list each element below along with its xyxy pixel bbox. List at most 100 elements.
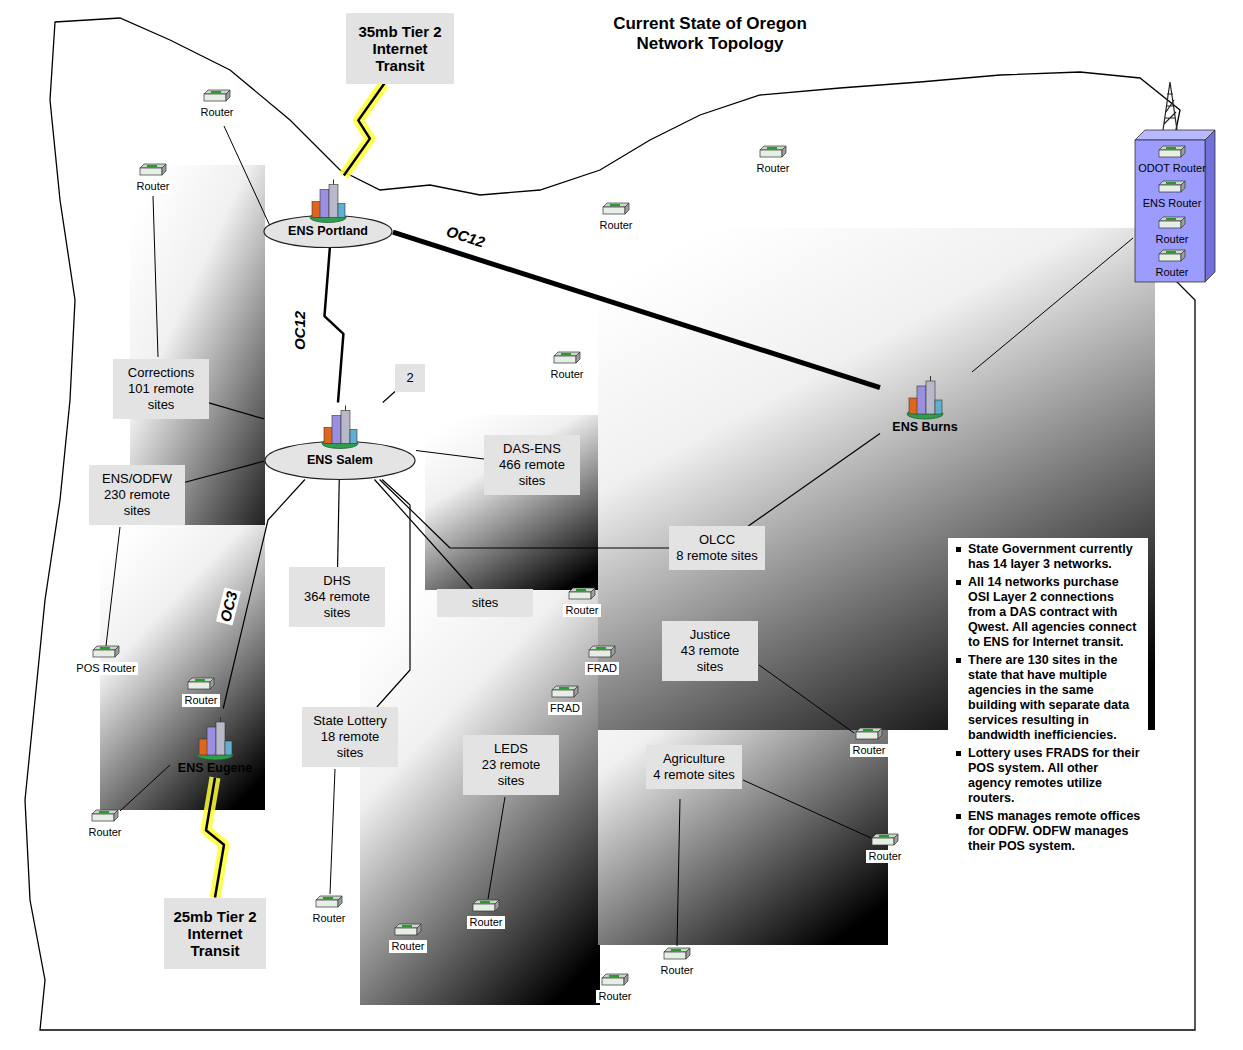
agency-box: Agriculture4 remote sites	[646, 745, 742, 789]
link-label: OC3	[216, 587, 241, 625]
router-icon	[204, 90, 230, 101]
agency-box: State Lottery18 remote sites	[302, 707, 398, 767]
network-link	[383, 392, 395, 403]
building	[324, 427, 333, 443]
router-front	[473, 904, 495, 911]
link-label: OC12	[443, 221, 489, 250]
device-label: POS Router	[74, 662, 137, 675]
agency-box: OLCC8 remote sites	[669, 526, 765, 570]
node-detail: 8 remote sites	[675, 548, 759, 564]
network-link	[748, 434, 880, 526]
node-name: 35mb Tier 2 Internet Transit	[352, 23, 448, 74]
node-name: LEDS	[469, 741, 553, 757]
node-detail: 101 remote sites	[119, 381, 203, 413]
device-label: Router	[563, 604, 600, 617]
note-bullet: ENS manages remote offices for ODFW. ODF…	[954, 809, 1142, 854]
router-strip	[1166, 147, 1176, 149]
router-front	[589, 650, 611, 657]
router-front	[552, 690, 574, 697]
agency-box: LEDS23 remote sites	[463, 735, 559, 795]
router-icon	[395, 924, 421, 935]
hub-site: ENS Burns	[880, 368, 970, 437]
node-detail: 230 remote sites	[95, 487, 179, 519]
router-front	[188, 682, 210, 689]
node-name: Justice	[668, 627, 752, 643]
agency-box: 2	[395, 364, 425, 392]
router-strip	[576, 589, 586, 591]
building	[207, 727, 216, 755]
router-side	[574, 686, 578, 697]
agency-box: sites	[437, 589, 533, 617]
node-name: sites	[443, 595, 527, 611]
agency-box: Justice43 remote sites	[662, 621, 758, 681]
device-label: Router	[1155, 233, 1188, 246]
diagram-title: Current State of Oregon Network Topology	[580, 14, 840, 54]
device-label: Router	[134, 180, 171, 193]
node-name: 25mb Tier 2 Internet Transit	[170, 908, 260, 959]
device-label: FRAD	[585, 662, 619, 675]
device-label: ENS Router	[1143, 197, 1202, 210]
router-front	[569, 592, 591, 599]
router-side	[162, 164, 166, 175]
node-name: State Lottery	[308, 713, 392, 729]
device-label: Router	[310, 912, 347, 925]
router-front	[316, 900, 338, 907]
rack-side	[1205, 130, 1215, 282]
note-bullet: All 14 networks purchase OSI Layer 2 con…	[954, 575, 1142, 650]
shade-panel	[425, 415, 600, 590]
network-link	[338, 480, 340, 568]
router-front	[93, 650, 115, 657]
wire	[677, 799, 680, 946]
router-front	[140, 168, 162, 175]
router-side	[495, 900, 499, 911]
node-name: ENS Eugene	[170, 761, 260, 776]
hub-site: ENS Eugene	[170, 709, 260, 778]
router-front	[204, 94, 226, 101]
router-front	[92, 814, 114, 821]
router-top	[872, 834, 898, 838]
link-glow	[206, 778, 224, 898]
device-label: FRAD	[548, 702, 582, 715]
router-icon	[188, 678, 214, 689]
wire	[106, 527, 120, 646]
router-side	[611, 646, 615, 657]
building	[917, 386, 926, 414]
router-icon	[856, 728, 882, 739]
router-top	[554, 352, 580, 356]
router-side	[591, 588, 595, 599]
router-side	[624, 974, 628, 985]
router-side	[625, 203, 629, 214]
transit-box: 35mb Tier 2 Internet Transit	[346, 13, 454, 84]
node-name: ENS Salem	[264, 453, 416, 468]
router-strip	[559, 687, 569, 689]
network-link	[344, 84, 385, 176]
router-top	[664, 948, 690, 952]
rack-top	[1135, 130, 1215, 140]
device-label: Router	[1155, 266, 1188, 279]
router-strip	[1166, 251, 1176, 253]
device-label: Router	[182, 694, 219, 707]
edge-layer	[185, 84, 880, 898]
antenna-tower	[1163, 82, 1177, 130]
wire	[330, 769, 335, 894]
router-strip	[863, 729, 873, 731]
router-top	[1159, 146, 1185, 150]
hub-site: ENS Salem	[264, 403, 416, 480]
agency-box: ENS/ODFW230 remote sites	[89, 465, 185, 525]
device-label: Router	[548, 368, 585, 381]
router-icon	[316, 896, 342, 907]
router-top	[1159, 217, 1185, 221]
router-strip	[1166, 182, 1176, 184]
router-side	[338, 896, 342, 907]
building-spire	[333, 179, 334, 184]
router-top	[188, 678, 214, 682]
router-strip	[211, 91, 221, 93]
router-side	[417, 924, 421, 935]
node-name: DHS	[295, 573, 379, 589]
router-side	[1181, 250, 1185, 261]
device-label: Router	[658, 964, 695, 977]
device-label: Router	[597, 219, 634, 232]
router-icons	[92, 90, 1185, 985]
device-label: Router	[86, 826, 123, 839]
